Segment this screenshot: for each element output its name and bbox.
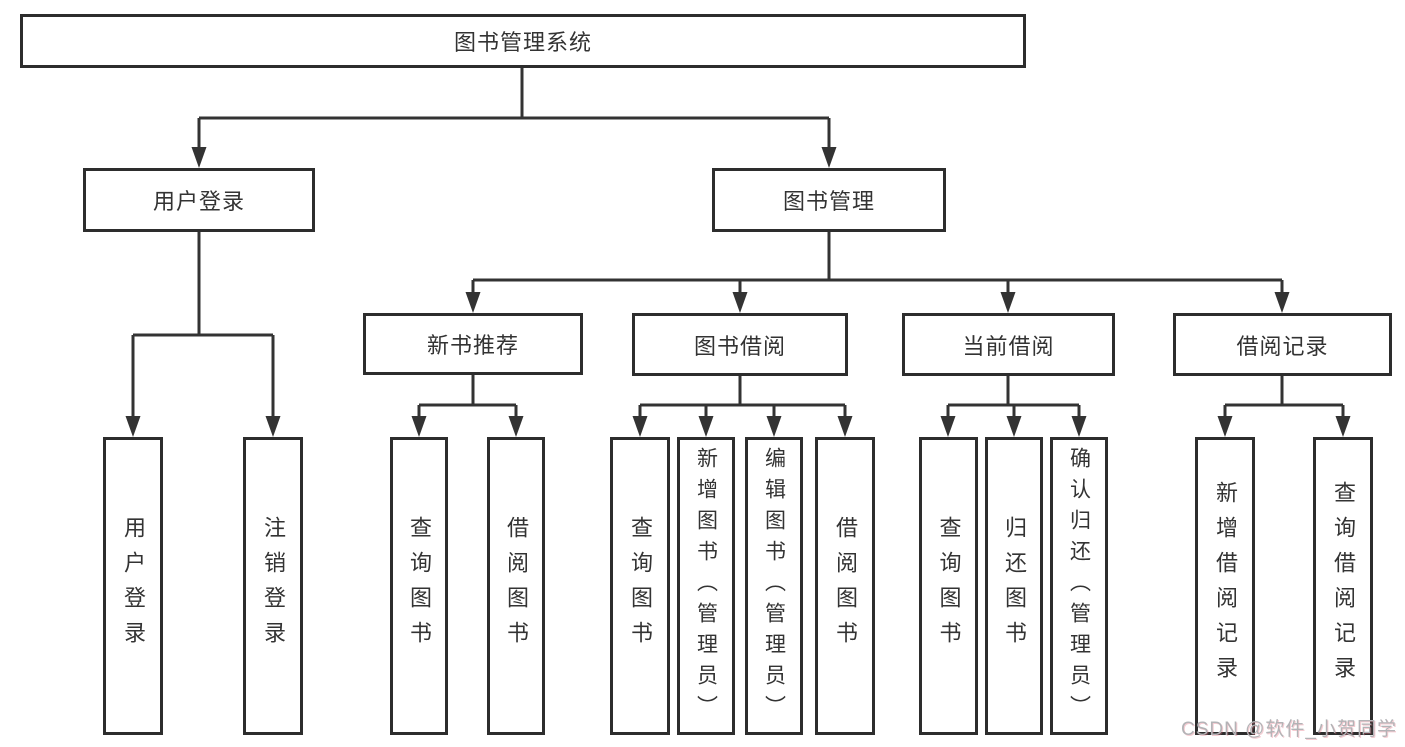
leaf-borrowing-edit-book-admin-label: 编辑图书（管理员） xyxy=(762,446,786,726)
leaf-records-add-record-label: 新增借阅记录 xyxy=(1213,481,1238,691)
leaf-current-return-book: 归还图书 xyxy=(985,437,1043,735)
leaf-recommend-query-book-label: 查询图书 xyxy=(407,516,432,656)
csdn-watermark: CSDN @软件_小贺同学 xyxy=(1181,719,1397,740)
leaf-recommend-query-book: 查询图书 xyxy=(390,437,448,735)
leaf-logout-label: 注销登录 xyxy=(261,516,286,656)
node-book-management: 图书管理 xyxy=(712,168,946,232)
leaf-borrowing-borrow-book-label: 借阅图书 xyxy=(833,516,858,656)
leaf-borrowing-borrow-book: 借阅图书 xyxy=(815,437,875,735)
node-library-system-label: 图书管理系统 xyxy=(453,30,592,55)
leaf-borrowing-query-book: 查询图书 xyxy=(610,437,670,735)
leaf-borrowing-add-book-admin: 新增图书（管理员） xyxy=(677,437,735,735)
tree-connectors xyxy=(131,68,1345,421)
leaf-user-login-label: 用户登录 xyxy=(121,516,146,656)
node-book-borrowing-label: 图书借阅 xyxy=(693,333,786,359)
leaf-borrowing-add-book-admin-label: 新增图书（管理员） xyxy=(694,446,718,726)
node-user-login: 用户登录 xyxy=(83,168,315,232)
node-borrowing-records-label: 借阅记录 xyxy=(1236,333,1329,359)
leaf-borrowing-query-book-label: 查询图书 xyxy=(628,516,653,656)
node-book-borrowing: 图书借阅 xyxy=(632,313,848,376)
leaf-records-query-record: 查询借阅记录 xyxy=(1313,437,1373,735)
leaf-user-login: 用户登录 xyxy=(103,437,163,735)
leaf-current-confirm-return-admin-label: 确认归还（管理员） xyxy=(1067,446,1091,726)
leaf-current-confirm-return-admin: 确认归还（管理员） xyxy=(1050,437,1108,735)
leaf-records-add-record: 新增借阅记录 xyxy=(1195,437,1255,735)
leaf-current-query-book: 查询图书 xyxy=(919,437,978,735)
node-borrowing-records: 借阅记录 xyxy=(1173,313,1392,376)
leaf-recommend-borrow-book: 借阅图书 xyxy=(487,437,545,735)
arrowheads xyxy=(125,147,1351,437)
node-library-system: 图书管理系统 xyxy=(20,14,1026,68)
node-book-management-label: 图书管理 xyxy=(782,189,875,214)
leaf-current-query-book-label: 查询图书 xyxy=(936,516,962,656)
leaf-recommend-borrow-book-label: 借阅图书 xyxy=(504,516,529,656)
node-current-borrowing-label: 当前借阅 xyxy=(962,333,1055,359)
node-user-login-label: 用户登录 xyxy=(152,189,245,214)
leaf-borrowing-edit-book-admin: 编辑图书（管理员） xyxy=(745,437,803,735)
leaf-current-return-book-label: 归还图书 xyxy=(1002,516,1027,656)
leaf-records-query-record-label: 查询借阅记录 xyxy=(1331,481,1356,691)
node-new-book-recommend: 新书推荐 xyxy=(363,313,583,375)
leaf-logout: 注销登录 xyxy=(243,437,303,735)
node-current-borrowing: 当前借阅 xyxy=(902,313,1115,376)
node-new-book-recommend-label: 新书推荐 xyxy=(426,333,519,358)
